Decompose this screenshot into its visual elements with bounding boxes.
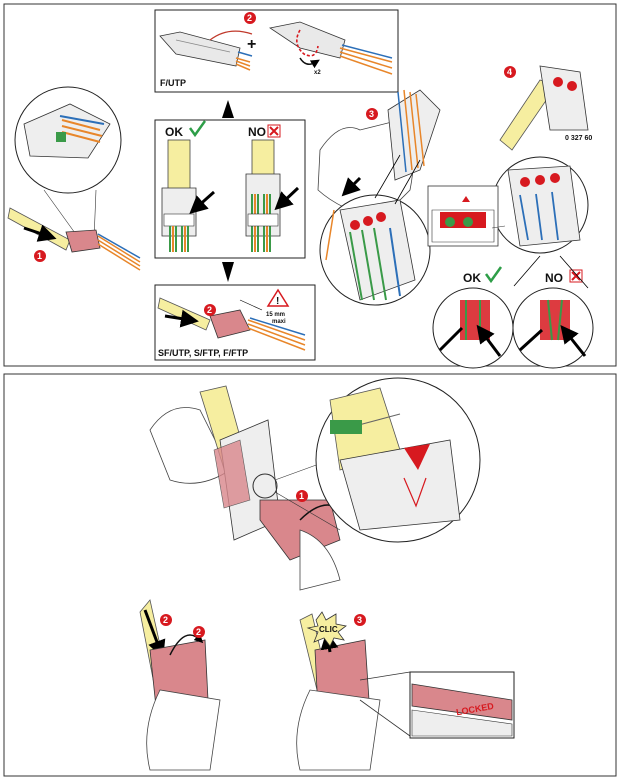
cross-icon [267,124,281,138]
bottom-step2-illustration: 2 2 [139,599,221,771]
no-label: NO [248,125,266,139]
step-marker: 2 [193,626,205,638]
svg-text:3: 3 [357,615,362,625]
svg-text:2: 2 [163,615,168,625]
svg-text:1: 1 [299,491,304,501]
step3-illustration: 3 [317,89,441,306]
bottom-step3-illustration: CLIC 3 [296,611,381,771]
svg-text:3: 3 [369,109,374,119]
futp-box: + x2 F/UTP [154,9,399,93]
check-icon [188,120,207,138]
bottom-panel-frame [3,373,617,777]
futp-right-connector: x2 [268,21,393,76]
warning-note: maxi [272,319,286,325]
step-marker: 4 [504,66,516,78]
locked-detail: LOCKED [359,671,515,739]
plus-sign: + [247,36,256,53]
ok-label-right: OK [463,271,481,285]
step4-illustration: 0 327 60 4 OK NO [427,65,594,369]
step-marker: 1 [34,250,46,262]
svg-text:2: 2 [196,627,201,637]
svg-text:2: 2 [247,13,252,23]
no-connector [245,139,300,252]
step-marker: 2 [204,304,216,316]
warning-icon: ! [266,288,290,307]
svg-text:2: 2 [207,305,212,315]
cross-icon [569,269,583,283]
ok-connector [161,139,215,252]
svg-text:1: 1 [37,251,42,261]
step1-cable-illustration: 1 [7,86,141,271]
step-marker: 2 [160,614,172,626]
ok-label: OK [165,125,183,139]
bottom-main-illustration: 1 [149,385,353,591]
step-marker: 2 [244,12,256,24]
sfutp-label: SF/UTP, S/FTP, F/FTP [158,348,248,358]
step-marker: 1 [296,490,308,502]
svg-text:4: 4 [507,67,512,77]
sfutp-box: ! 15 mm maxi SF/UTP, S/FTP, F/FTP 2 [154,284,316,361]
down-arrow-icon [222,262,234,282]
clic-burst: CLIC [306,611,347,647]
part-number: 0 327 60 [565,135,592,142]
up-arrow-icon [222,100,234,118]
step-marker: 3 [354,614,366,626]
no-label-right: NO [545,271,563,285]
futp-left-connector [159,30,253,71]
x2-label: x2 [314,70,321,76]
ok-no-box: OK NO [154,119,306,259]
futp-label: F/UTP [160,78,186,88]
warning-value: 15 mm [266,312,285,318]
check-icon [484,266,503,284]
top-panel-frame [3,3,617,367]
bottom-magnifier [315,377,481,543]
svg-text:!: ! [276,296,279,307]
step-marker: 3 [366,108,378,120]
clic-label: CLIC [319,625,338,634]
